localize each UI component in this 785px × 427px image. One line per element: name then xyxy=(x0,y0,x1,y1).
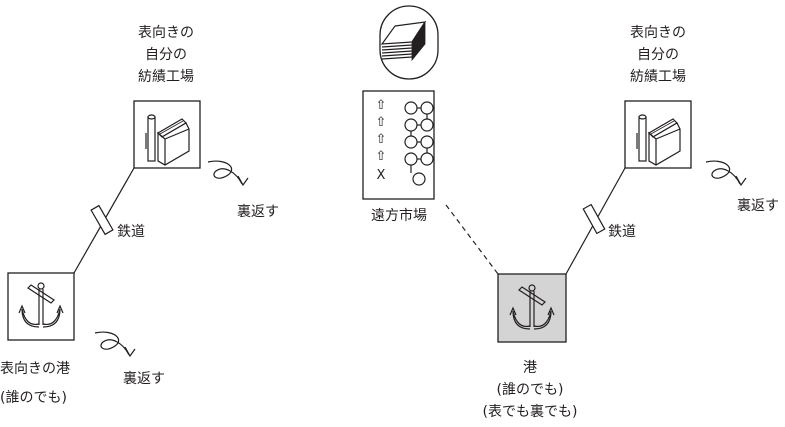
market-row-2: ⇧ xyxy=(375,115,387,130)
left-port-flip-label: 裏返す xyxy=(123,371,165,387)
market-row-5: X xyxy=(376,168,386,183)
right-port-label-line-2: (誰のでも) xyxy=(496,382,564,398)
left-railway-rail-icon xyxy=(90,204,114,236)
market-to-port-dashed-line xyxy=(445,204,499,275)
market-row-4: ⇧ xyxy=(375,149,387,164)
left-factory-label-line-2: 自分の xyxy=(145,47,187,63)
right-port-box xyxy=(497,273,567,343)
market-label: 遠方市場 xyxy=(371,208,427,224)
left-port-label-line-2: (誰のでも) xyxy=(0,390,67,406)
right-railway-rail-icon xyxy=(582,203,606,235)
left-railway-label: 鉄道 xyxy=(117,224,145,240)
right-factory-flip-icon xyxy=(705,160,747,186)
left-port-box xyxy=(7,272,75,341)
market-row-1: ⇧ xyxy=(375,98,387,113)
right-railway-label: 鉄道 xyxy=(608,224,636,240)
right-port-label-line-1: 港 xyxy=(523,360,537,376)
left-factory-label-line-3: 紡績工場 xyxy=(138,69,194,85)
left-factory-flip-label: 裏返す xyxy=(237,204,279,220)
right-factory-label-line-3: 紡績工場 xyxy=(630,69,686,85)
left-port-label-line-1: 表向きの港 xyxy=(0,361,70,377)
left-factory-label-line-1: 表向きの xyxy=(138,25,194,41)
paper-stack-icon xyxy=(380,20,427,62)
right-factory-flip-label: 裏返す xyxy=(737,198,779,214)
market-row-3: ⇧ xyxy=(375,132,387,147)
left-port-flip-icon xyxy=(94,331,136,357)
right-port-label-line-3: (表でも裏でも) xyxy=(482,404,578,420)
market-chain-icon xyxy=(404,101,434,186)
left-factory-flip-icon xyxy=(207,160,249,186)
right-factory-label-line-2: 自分の xyxy=(637,47,679,63)
right-factory-label-line-1: 表向きの xyxy=(630,25,686,41)
